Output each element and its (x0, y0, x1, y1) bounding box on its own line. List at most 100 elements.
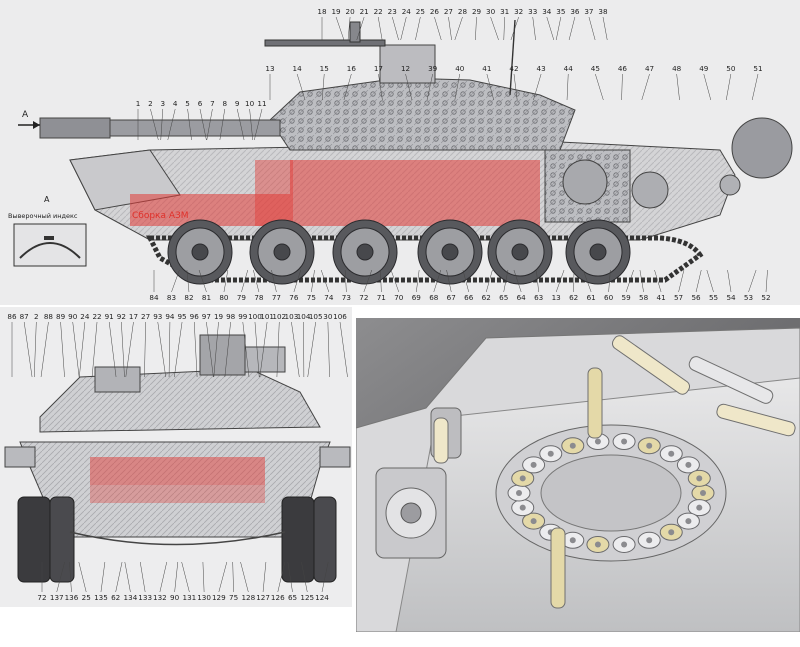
callout-leader (168, 321, 171, 378)
callout-leader (254, 321, 260, 378)
callout-number: 90 (68, 312, 78, 321)
callout-number: 53 (744, 293, 753, 302)
callout-leader (608, 269, 611, 293)
round-primer (519, 504, 526, 511)
round-primer (530, 461, 537, 468)
callout-leader (532, 16, 536, 41)
round-primer (700, 490, 706, 496)
callout-number: 65 (288, 593, 297, 602)
round-primer (668, 529, 675, 536)
callout-number: 83 (167, 293, 176, 302)
callout-leader (415, 16, 421, 41)
callout-number: 95 (177, 312, 186, 321)
callout-number: 101 (260, 312, 274, 321)
callout-leader (193, 321, 198, 378)
callout-number: 74 (324, 293, 334, 302)
callout-number: 60 (604, 293, 614, 302)
callout-leader (34, 321, 37, 378)
callout-leader (748, 269, 757, 293)
callout-number: 22 (374, 7, 383, 16)
callout-number: 55 (709, 293, 718, 302)
callout-leader (695, 269, 702, 293)
callout-leader (448, 16, 452, 41)
round-primer (668, 450, 675, 457)
callout-number: 71 (377, 293, 386, 302)
round-primer (685, 518, 692, 525)
callout-number: 126 (271, 593, 285, 602)
callout-number: 19 (331, 7, 341, 16)
callout-number: 75 (229, 593, 238, 602)
callout-leader (475, 16, 477, 41)
inset-a-caption: Выверочный индекс (8, 212, 78, 220)
callout-number: 86 (7, 312, 17, 321)
callout-leader (434, 16, 442, 41)
callout-number: 99 (238, 312, 248, 321)
callout-leader (213, 321, 219, 378)
callout-number: 64 (517, 293, 527, 302)
callout-number: 91 (105, 312, 114, 321)
callout-leader (490, 16, 499, 41)
road-wheel (191, 243, 209, 261)
callout-leader (171, 269, 180, 293)
callout-number: 90 (170, 593, 180, 602)
callout-leader (727, 269, 732, 293)
callout-leader (121, 321, 125, 378)
callout-number: 28 (458, 7, 468, 16)
callout-leader (446, 269, 452, 293)
callout-leader (259, 321, 268, 378)
callout-number: 96 (190, 312, 200, 321)
callout-leader (486, 73, 495, 101)
callout-leader (174, 561, 179, 593)
callout-leader (311, 269, 315, 293)
callout-number: 44 (564, 64, 574, 73)
callout-leader (206, 321, 214, 378)
callout-leader (291, 321, 300, 378)
callout-number: 62 (569, 293, 578, 302)
callout-number: 77 (272, 293, 281, 302)
callout-leader (307, 321, 316, 378)
round-primer (516, 490, 522, 496)
callout-leader (485, 269, 493, 293)
callout-number: 30 (323, 312, 333, 321)
callout-number: 97 (202, 312, 211, 321)
road-wheels (167, 219, 631, 285)
callout-leader (232, 561, 234, 593)
callout-leader (56, 561, 65, 593)
callout-leader (625, 269, 634, 293)
callout-leader (108, 321, 117, 378)
callout-number: 2 (34, 312, 39, 321)
road-wheel (589, 243, 607, 261)
callout-number: 30 (486, 7, 496, 16)
callout-number: 68 (429, 293, 439, 302)
callout-number: 24 (80, 312, 90, 321)
callout-leader (765, 269, 768, 293)
callout-number: 100 (248, 312, 262, 321)
callout-number: 40 (455, 64, 465, 73)
callout-number: 18 (317, 7, 327, 16)
callout-leader (602, 16, 608, 41)
callout-number: 88 (44, 312, 54, 321)
callout-leader (287, 561, 293, 593)
callout-number: 36 (570, 7, 580, 16)
callout-leader (139, 561, 146, 593)
callout-number: 125 (300, 593, 314, 602)
callout-leader (639, 269, 644, 293)
callout-leader (568, 16, 576, 41)
callout-leader (296, 73, 306, 101)
round-primer (547, 450, 554, 457)
round-primer (696, 475, 703, 482)
callout-number: 98 (226, 312, 236, 321)
callout-leader (725, 73, 732, 101)
callout-number: 52 (761, 293, 770, 302)
road-wheel (273, 243, 291, 261)
callout-leader (751, 73, 759, 101)
callout-number: 15 (320, 64, 329, 73)
callout-number: 17 (129, 312, 138, 321)
callout-leader (160, 108, 164, 141)
callout-leader (454, 73, 461, 101)
callout-number: 67 (447, 293, 456, 302)
callout-leader (125, 321, 134, 378)
